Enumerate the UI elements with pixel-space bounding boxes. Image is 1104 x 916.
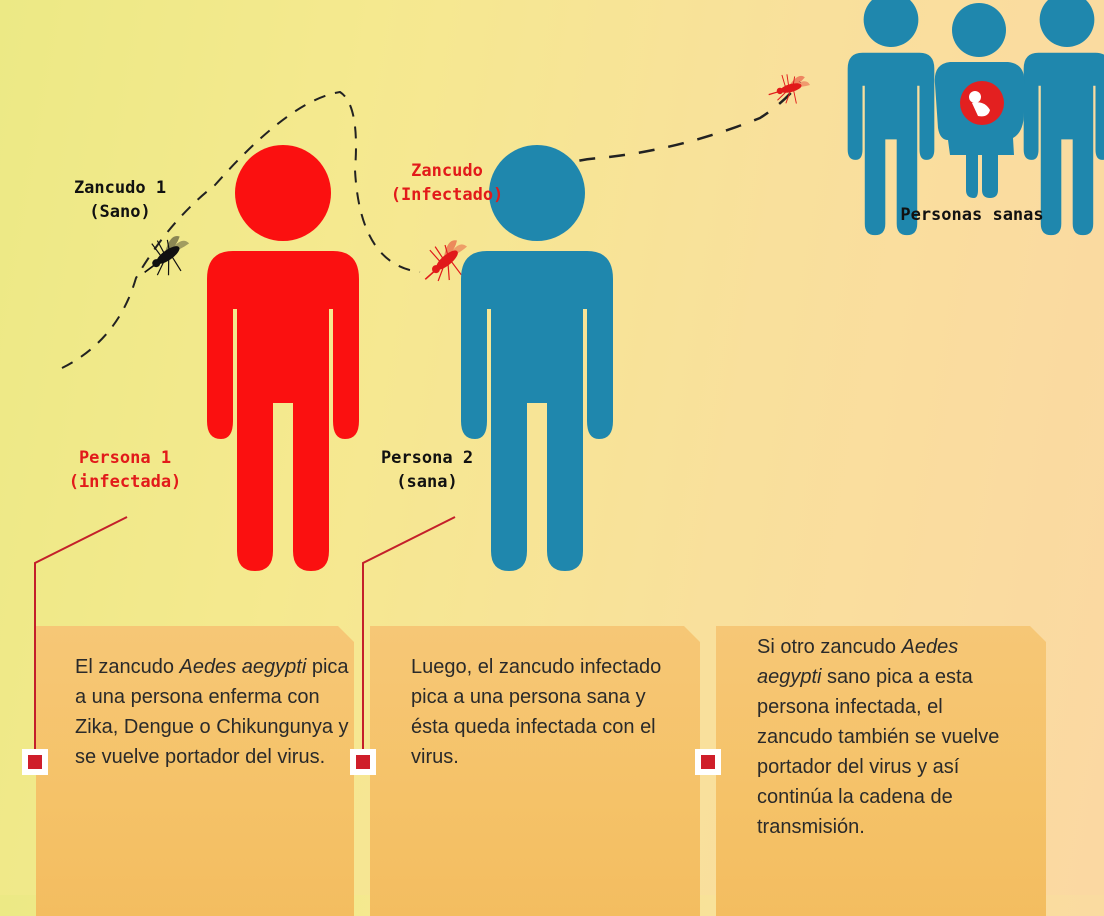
label-line: Persona 1	[78, 448, 172, 468]
person-icon	[847, 0, 935, 236]
label-line: Persona 2	[380, 448, 474, 468]
bullet-marker	[695, 749, 721, 775]
label-line: Personas sanas	[900, 205, 1044, 225]
label-line: (Infectado)	[390, 185, 504, 205]
label-mosquito-infected: Zancudo (Infectado)	[372, 159, 522, 207]
label-line: (Sano)	[89, 202, 151, 222]
transmission-diagram	[34, 0, 1104, 762]
card-3-text: Si otro zancudo Aedes aegypti sano pica …	[757, 632, 1012, 842]
label-person-1: Persona 1 (infectada)	[45, 446, 205, 494]
info-card-3	[716, 626, 1046, 916]
label-line: Zancudo 1	[73, 178, 167, 198]
leader-line-1	[34, 516, 128, 762]
bullet-marker	[350, 749, 376, 775]
mosquito-icon	[138, 233, 194, 281]
card-text-part: Si otro zancudo	[757, 636, 902, 658]
card-2-text: Luego, el zancudo infectado pica a una p…	[411, 652, 686, 772]
card-1-text: El zancudo Aedes aegypti pica a una pers…	[75, 652, 350, 772]
label-mosquito-1: Zancudo 1 (Sano)	[55, 176, 185, 224]
bullet-marker	[22, 749, 48, 775]
mosquito-icon	[767, 70, 812, 108]
card-text-italic: Aedes aegypti	[757, 636, 959, 688]
card-text-part: pica a una persona enferma con Zika, Den…	[75, 656, 349, 768]
person-icon	[461, 145, 613, 571]
person-icon	[207, 145, 359, 571]
flight-path-1	[61, 90, 421, 369]
card-text-part: El zancudo	[75, 656, 180, 678]
person-icon	[1023, 0, 1104, 236]
label-line: (infectada)	[68, 472, 182, 492]
label-person-2: Persona 2 (sana)	[357, 446, 497, 494]
label-healthy-group: Personas sanas	[872, 203, 1072, 227]
leader-line-2	[362, 516, 456, 762]
card-text-italic: Aedes aegypti	[179, 656, 307, 678]
label-line: Zancudo	[411, 161, 483, 181]
label-line: (sana)	[396, 472, 458, 492]
baby-icon	[960, 81, 1004, 125]
info-card-2	[370, 626, 700, 916]
card-text-part: sano pica a esta persona infectada, el z…	[757, 666, 1000, 838]
info-card-1	[36, 626, 354, 916]
card-text-part: Luego, el zancudo infectado pica a una p…	[411, 656, 662, 768]
